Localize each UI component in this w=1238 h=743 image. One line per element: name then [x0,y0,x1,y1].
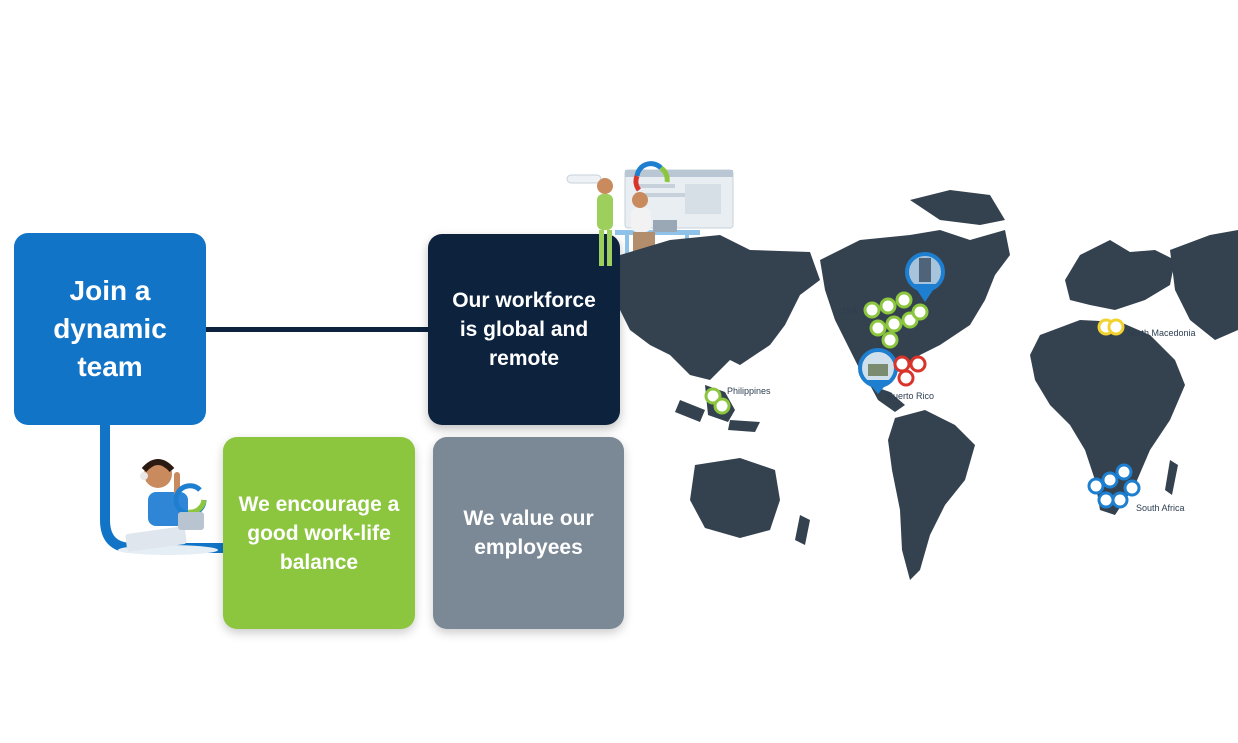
join-team-text: Join a dynamic team [53,275,167,382]
join-team-card: Join a dynamic team [14,233,206,425]
usa-label: USA [839,306,858,316]
global-workforce-text: Our workforce is global and remote [452,289,596,370]
south-africa-label: South Africa [1136,503,1185,513]
south-africa-pins [1087,463,1141,509]
philippines-label: Philippines [727,386,771,396]
value-employees-text: We value our employees [463,507,594,559]
work-life-balance-text: We encourage a good work-life balance [238,492,400,574]
puerto-rico-label: Puerto Rico [887,391,935,401]
world-map [620,190,1238,580]
usa-pins [863,291,929,349]
north-macedonia-label: North Macedonia [1127,328,1196,338]
value-employees-card: We value our employees [433,437,624,629]
canada-pin [905,252,945,302]
work-life-balance-card: We encourage a good work-life balance [223,437,415,629]
puerto-rico-pins [858,348,927,394]
north-macedonia-pins [1097,318,1125,336]
student-illustration [118,459,218,555]
global-workforce-card: Our workforce is global and remote [428,234,620,425]
philippines-pins [704,387,731,415]
connector-line [206,327,428,332]
team-desk-illustration [566,161,734,280]
